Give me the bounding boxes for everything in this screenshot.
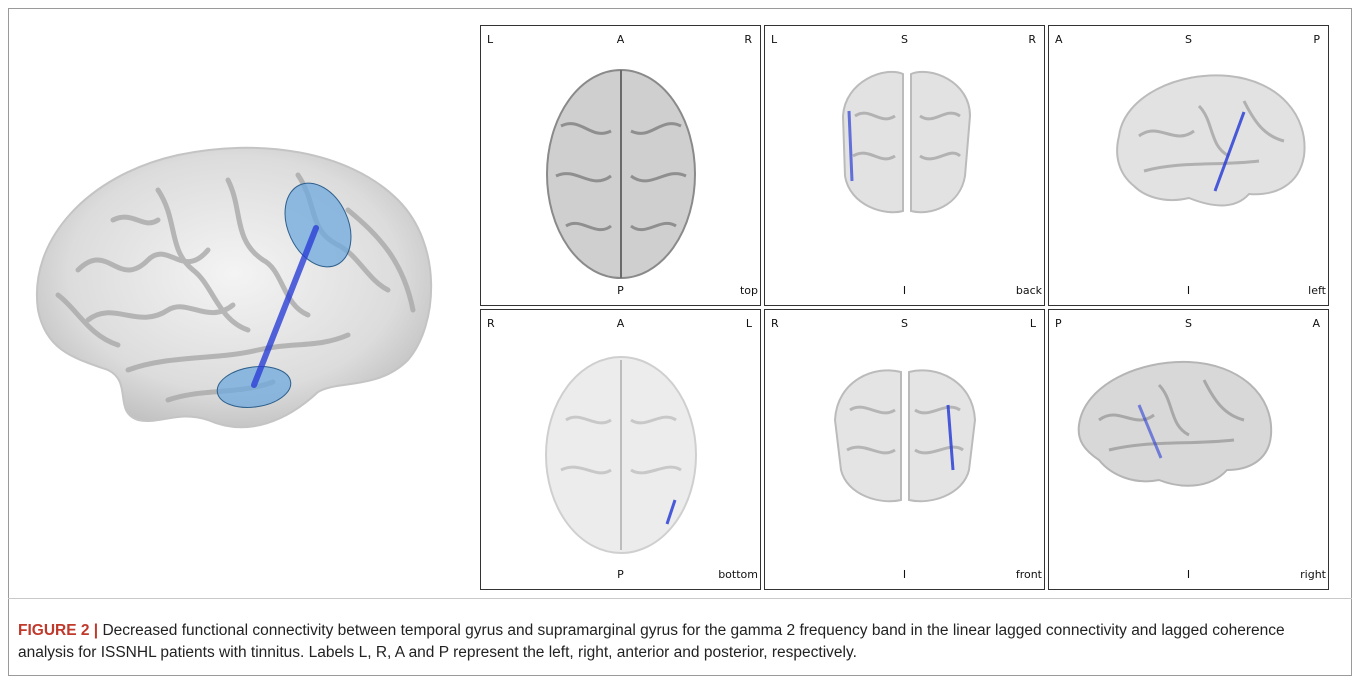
label-top-right: L xyxy=(1029,317,1036,330)
label-view-name: top xyxy=(739,284,758,297)
figure-caption: FIGURE 2 | Decreased functional connecti… xyxy=(18,620,1338,664)
caption-text: Decreased functional connectivity betwee… xyxy=(18,622,1285,661)
label-top-left: L xyxy=(771,33,778,46)
view-panel-right: P S A I right xyxy=(1048,309,1329,590)
view-panel-back: L S R I back xyxy=(764,25,1045,306)
label-top-right: A xyxy=(1312,317,1320,330)
label-view-name: right xyxy=(1300,568,1326,581)
label-top-left: R xyxy=(771,317,779,330)
view-panel-bottom: R A L P bottom xyxy=(480,309,761,590)
label-top-left: L xyxy=(487,33,494,46)
brain-bottom-image xyxy=(545,356,697,554)
brain-front-image xyxy=(833,369,977,503)
label-top-left: P xyxy=(1055,317,1062,330)
label-top-center: S xyxy=(901,317,908,330)
label-bottom-center: P xyxy=(617,284,624,297)
label-bottom-center: I xyxy=(1186,568,1191,581)
label-top-center: A xyxy=(616,33,625,46)
label-top-right: P xyxy=(1313,33,1320,46)
label-top-center: S xyxy=(901,33,908,46)
figure-label: FIGURE 2 | xyxy=(18,622,99,639)
label-view-name: back xyxy=(1015,284,1042,297)
label-top-center: S xyxy=(1185,317,1192,330)
label-bottom-center: P xyxy=(617,568,624,581)
figure-frame xyxy=(8,8,1352,676)
label-top-right: L xyxy=(745,317,752,330)
label-top-center: A xyxy=(616,317,625,330)
label-top-right: R xyxy=(744,33,752,46)
view-panel-left: A S P I left xyxy=(1048,25,1329,306)
brain-right-image xyxy=(1077,360,1273,487)
brain-back-image xyxy=(841,70,972,214)
label-bottom-center: I xyxy=(1186,284,1191,297)
label-view-name: bottom xyxy=(718,568,758,581)
label-view-name: front xyxy=(1015,568,1042,581)
lateral-brain-image xyxy=(35,146,433,429)
brain-top-image xyxy=(546,69,696,279)
label-bottom-center: I xyxy=(902,568,907,581)
label-top-right: R xyxy=(1028,33,1036,46)
view-panel-front: R S L I front xyxy=(764,309,1045,590)
caption-divider xyxy=(8,598,1352,599)
label-bottom-center: I xyxy=(902,284,907,297)
label-view-name: left xyxy=(1308,284,1326,297)
label-top-left: A xyxy=(1055,33,1063,46)
brain-left-image xyxy=(1116,74,1306,207)
label-top-center: S xyxy=(1185,33,1192,46)
view-panel-top: L A R P top xyxy=(480,25,761,306)
label-top-left: R xyxy=(487,317,495,330)
